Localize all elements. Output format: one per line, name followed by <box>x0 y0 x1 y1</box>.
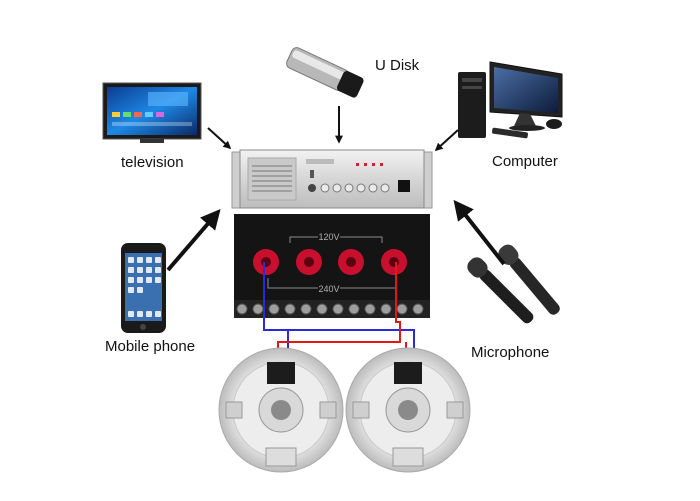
signal-arrows <box>166 106 506 272</box>
screw-terminals <box>236 303 424 315</box>
smartphone-icon <box>121 243 166 333</box>
voltage-label-low: 120V <box>318 232 339 242</box>
television-label: television <box>121 154 184 171</box>
computer-label: Computer <box>492 153 558 170</box>
voltage-label-high: 240V <box>318 284 339 294</box>
microphone-label: Microphone <box>471 344 550 361</box>
ceiling-speaker-icon <box>218 347 344 473</box>
usb-drive-icon <box>286 47 364 98</box>
red-wire <box>277 262 401 364</box>
arrow-tv-to-amp <box>207 127 232 150</box>
u-disk-label: U Disk <box>375 57 420 74</box>
mobile-phone-label: Mobile phone <box>105 338 196 355</box>
television-icon <box>102 82 202 143</box>
blue-wire <box>263 262 415 362</box>
computer-icon <box>458 61 563 139</box>
arrow-mic-to-amp <box>453 199 506 266</box>
red-binding-posts <box>253 249 407 275</box>
arrow-phone-to-amp <box>166 208 221 272</box>
terminal-panel: 120V 240V <box>234 214 430 318</box>
amplifier-icon <box>231 149 433 209</box>
ceiling-speaker-icon <box>345 347 471 473</box>
microphone-icon <box>467 244 560 324</box>
arrow-computer-to-amp <box>434 129 459 152</box>
